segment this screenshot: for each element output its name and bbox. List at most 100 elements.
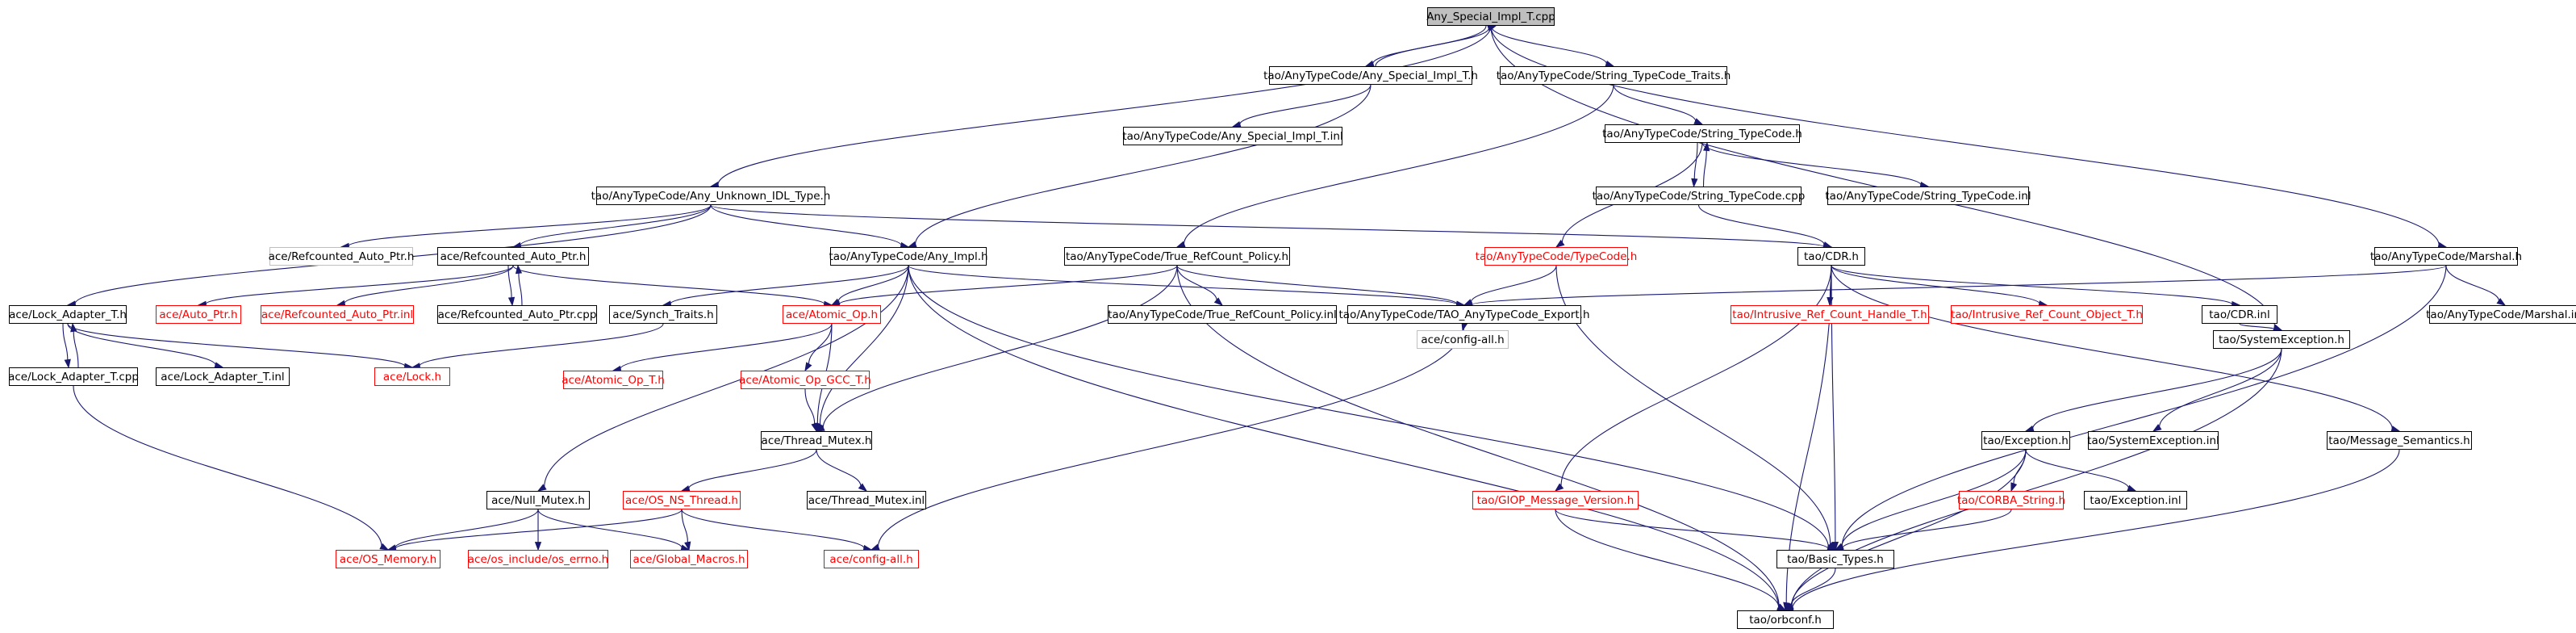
node-refptr[interactable]: ace/Refcounted_Auto_Ptr.h <box>437 247 589 266</box>
node-lock[interactable]: ace/Lock.h <box>374 367 450 386</box>
edge-cdrinl-to-sysexc <box>2239 323 2275 330</box>
edge-refptr-to-refptr_inl <box>344 265 514 304</box>
node-label: ace/Atomic_Op.h <box>785 308 879 321</box>
edge-arrowhead <box>1776 604 1787 611</box>
node-truerc-inl[interactable]: tao/AnyTypeCode/True_RefCount_Policy.inl <box>1108 305 1337 324</box>
edge-msgsem-to-orbconf <box>1792 449 2400 609</box>
node-truerc[interactable]: tao/AnyTypeCode/True_RefCount_Policy.h <box>1064 247 1290 266</box>
edge-root-to-unknown <box>717 25 1492 186</box>
node-anyimpl[interactable]: tao/AnyTypeCode/Any_Impl.h <box>829 247 988 266</box>
node-label: ace/Global_Macros.h <box>633 552 745 566</box>
edge-unknown-to-anyimpl <box>710 204 902 246</box>
node-lockadapt[interactable]: ace/Lock_Adapter_T.h <box>9 305 127 324</box>
node-marshal[interactable]: tao/AnyTypeCode/Marshal.h <box>2370 247 2522 266</box>
edge-arrowhead <box>1213 297 1224 306</box>
node-label: ace/Thread_Mutex.inl <box>808 493 925 507</box>
node-strtc-cpp[interactable]: tao/AnyTypeCode/String_TypeCode.cpp <box>1593 187 1805 205</box>
node-label: tao/AnyTypeCode/String_TypeCode.h <box>1602 127 1802 140</box>
node-synch[interactable]: ace/Synch_Traits.h <box>609 305 717 324</box>
node-orbconf[interactable]: tao/orbconf.h <box>1737 610 1834 629</box>
node-cdr[interactable]: tao/CDR.h <box>1797 247 1865 266</box>
node-msgsem[interactable]: tao/Message_Semantics.h <box>2327 431 2472 450</box>
node-thrmutex-inl[interactable]: ace/Thread_Mutex.inl <box>807 491 926 509</box>
node-label: tao/AnyTypeCode/Any_Special_Impl_T.inl <box>1122 129 1343 143</box>
node-irco[interactable]: tao/Intrusive_Ref_Count_Object_T.h <box>1951 305 2143 324</box>
node-sysexc[interactable]: tao/SystemException.h <box>2213 330 2350 349</box>
node-lockadapt-cpp[interactable]: ace/Lock_Adapter_T.cpp <box>8 367 139 386</box>
node-sysexc-inl[interactable]: tao/SystemException.inl <box>2087 431 2219 450</box>
node-label: tao/AnyTypeCode/TypeCode.h <box>1475 249 1638 263</box>
edge-sysexc-to-sysexc_inl <box>2159 348 2282 428</box>
node-export[interactable]: tao/AnyTypeCode/TAO_AnyTypeCode_Export.h <box>1339 305 1590 324</box>
edge-aspec_h-to-aspec_inl <box>1239 84 1372 125</box>
edge-typecode-to-export <box>1470 265 1557 303</box>
node-exc-inl[interactable]: tao/Exception.inl <box>2084 491 2187 509</box>
edge-sysexc-to-exception <box>2032 348 2282 430</box>
node-strtc-h[interactable]: tao/AnyTypeCode/String_TypeCode.h <box>1602 124 1802 143</box>
node-strtraits[interactable]: tao/AnyTypeCode/String_TypeCode_Traits.h <box>1497 66 1731 85</box>
edge-arrowhead <box>815 425 825 432</box>
node-label: ace/Auto_Ptr.h <box>159 308 238 321</box>
node-configall[interactable]: ace/config-all.h <box>824 550 919 568</box>
node-label: tao/CORBA_String.h <box>1956 493 2066 507</box>
node-lockadapt-inl[interactable]: ace/Lock_Adapter_T.inl <box>156 367 290 386</box>
edge-exception-to-orbconf <box>1790 449 2027 607</box>
edge-refptr_cpp-to-refptr <box>518 272 523 306</box>
edge-corbastr-to-basic <box>1842 509 2012 549</box>
node-marshal-inl[interactable]: tao/AnyTypeCode/Marshal.inl <box>2426 305 2576 324</box>
edge-anyimpl-to-orbconf <box>908 265 1780 608</box>
edge-arrowhead <box>1691 178 1698 188</box>
edge-basic-to-orbconf <box>1790 568 1836 606</box>
node-aspec-h[interactable]: tao/AnyTypeCode/Any_Special_Impl_T.h <box>1263 66 1478 85</box>
node-label: tao/Exception.inl <box>2090 493 2181 507</box>
edge-thrmutex-to-thrmutex_inl <box>816 449 862 487</box>
node-strtc-inl[interactable]: tao/AnyTypeCode/String_TypeCode.inl <box>1825 187 2031 205</box>
node-exception[interactable]: tao/Exception.h <box>1981 431 2070 450</box>
edge-atomic_gcc-to-thrmutex <box>804 388 816 425</box>
node-autoptr[interactable]: ace/Auto_Ptr.h <box>156 305 241 324</box>
node-unknown[interactable]: tao/AnyTypeCode/Any_Unknown_IDL_Type.h <box>591 187 830 205</box>
node-label: tao/AnyTypeCode/Marshal.inl <box>2426 308 2576 321</box>
node-label: ace/Null_Mutex.h <box>491 493 585 507</box>
node-typecode[interactable]: tao/AnyTypeCode/TypeCode.h <box>1476 247 1637 266</box>
node-basic[interactable]: tao/Basic_Types.h <box>1776 550 1894 568</box>
node-configall-gray: ace/config-all.h <box>1417 330 1509 349</box>
node-label: ace/OS_Memory.h <box>339 552 437 566</box>
edge-anyimpl-to-nullmutex <box>544 265 909 488</box>
node-atomic-t[interactable]: ace/Atomic_Op_T.h <box>562 371 665 389</box>
edge-strtraits-to-strtc_h <box>1613 84 1697 122</box>
node-label: tao/AnyTypeCode/TAO_AnyTypeCode_Export.h <box>1338 308 1590 321</box>
edge-arrowhead <box>536 484 547 492</box>
node-giop[interactable]: tao/GIOP_Message_Version.h <box>1472 491 1639 509</box>
edge-arrowhead <box>811 422 818 433</box>
node-label: Any_Special_Impl_T.cpp <box>1426 10 1555 23</box>
node-label: tao/SystemException.h <box>2218 333 2344 346</box>
node-globmac[interactable]: ace/Global_Macros.h <box>630 550 748 568</box>
edge-strtraits-to-truerc <box>1183 84 1614 245</box>
node-refptr-gray: ace/Refcounted_Auto_Ptr.h <box>269 247 414 266</box>
edge-arrowhead <box>1693 118 1704 125</box>
node-osns[interactable]: ace/OS_NS_Thread.h <box>623 491 741 509</box>
node-label: ace/Synch_Traits.h <box>612 308 714 321</box>
edge-arrowhead <box>70 322 77 333</box>
node-refptr-cpp[interactable]: ace/Refcounted_Auto_Ptr.cpp <box>437 305 597 324</box>
node-label: tao/AnyTypeCode/True_RefCount_Policy.inl <box>1108 308 1337 321</box>
node-nullmutex[interactable]: ace/Null_Mutex.h <box>486 491 590 509</box>
node-atomic[interactable]: ace/Atomic_Op.h <box>783 305 881 324</box>
node-atomic-gcc[interactable]: ace/Atomic_Op_GCC_T.h <box>739 371 871 389</box>
node-aspec-inl[interactable]: tao/AnyTypeCode/Any_Special_Impl_T.inl <box>1122 127 1343 145</box>
node-refptr-inl[interactable]: ace/Refcounted_Auto_Ptr.inl <box>261 305 414 324</box>
node-thrmutex[interactable]: ace/Thread_Mutex.h <box>761 431 872 450</box>
node-label: ace/Lock_Adapter_T.inl <box>161 370 285 384</box>
node-oserrno[interactable]: ace/os_include/os_errno.h <box>468 550 608 568</box>
edge-marshal-to-basic <box>1841 265 2447 547</box>
edge-cdr-to-giop <box>1560 265 1832 487</box>
node-cdrinl[interactable]: tao/CDR.inl <box>2202 305 2277 324</box>
node-irch[interactable]: tao/Intrusive_Ref_Count_Handle_T.h <box>1731 305 1929 324</box>
edge-strtc_cpp-to-cdr <box>1697 204 1825 245</box>
node-osmem[interactable]: ace/OS_Memory.h <box>336 550 440 568</box>
edge-marshal-to-marshal_inl <box>2445 265 2500 302</box>
node-label: ace/Atomic_Op_GCC_T.h <box>739 373 871 387</box>
node-corbastr[interactable]: tao/CORBA_String.h <box>1956 491 2066 509</box>
